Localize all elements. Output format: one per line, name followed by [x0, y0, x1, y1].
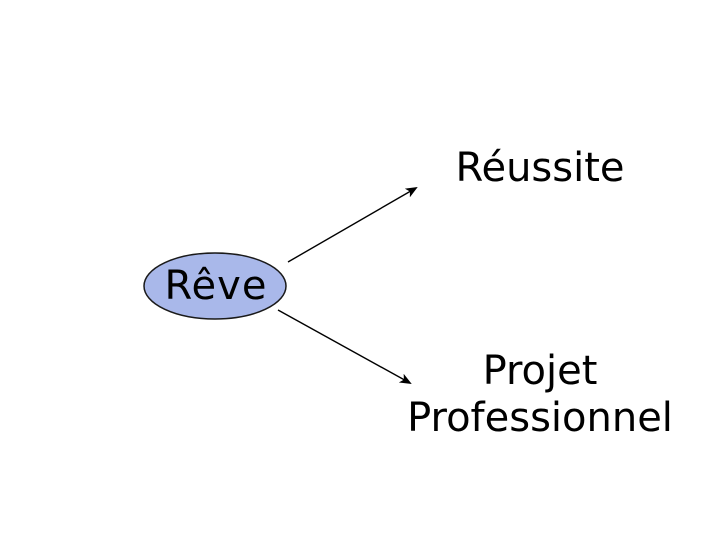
reve-node: Rêve — [145, 254, 287, 318]
reve-label: Rêve — [164, 263, 268, 309]
arrow-to-reussite — [287, 186, 418, 263]
projet-professionnel-node: Projet Professionnel — [390, 348, 690, 460]
reussite-label: Réussite — [455, 145, 625, 191]
arrow-to-projet-professionnel — [277, 309, 412, 384]
projet-label: Projet — [482, 348, 598, 394]
professionnel-label: Professionnel — [407, 395, 673, 442]
reussite-node: Réussite — [420, 142, 660, 194]
reve-node-shape — [143, 252, 287, 320]
